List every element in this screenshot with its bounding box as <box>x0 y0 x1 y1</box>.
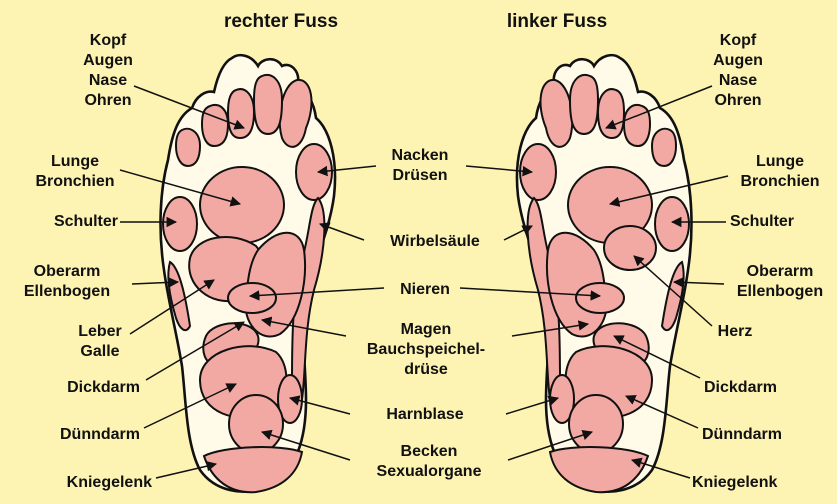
label-lunge-left: Lunge Bronchien <box>724 152 836 192</box>
label-dickdarm-right: Dickdarm <box>20 378 140 398</box>
label-kopf-left: Kopf Augen Nase Ohren <box>698 31 778 111</box>
title-right-foot: rechter Fuss <box>196 12 366 32</box>
left-schulter-zone <box>655 197 689 251</box>
left-toe-5 <box>652 129 676 166</box>
left-toe-3 <box>598 89 624 138</box>
right-nacken-zone <box>296 144 332 200</box>
label-lunge-right: Lunge Bronchien <box>20 152 130 192</box>
label-duenndarm-left: Dünndarm <box>702 425 822 445</box>
label-nieren: Nieren <box>380 280 470 300</box>
label-kniegelenk-right: Kniegelenk <box>20 473 152 493</box>
right-schulter-zone <box>163 197 197 251</box>
label-schulter-left: Schulter <box>730 212 830 232</box>
left-nieren-zone <box>576 283 624 313</box>
right-becken-zone <box>229 395 283 453</box>
right-toe-3 <box>228 89 254 138</box>
left-foot <box>517 55 692 492</box>
label-schulter-right: Schulter <box>8 212 118 232</box>
right-toe-5 <box>176 129 200 166</box>
label-harnblase: Harnblase <box>350 405 500 425</box>
left-toe-2 <box>570 75 598 134</box>
label-oberarm-left: Oberarm Ellenbogen <box>724 262 836 302</box>
label-becken: Becken Sexualorgane <box>346 442 512 482</box>
right-lunge-zone <box>200 167 284 243</box>
label-duenndarm-right: Dünndarm <box>20 425 140 445</box>
label-leber: Leber Galle <box>60 322 140 362</box>
left-toe-4 <box>624 105 650 146</box>
label-wirbelsaeule: Wirbelsäule <box>360 232 510 252</box>
left-herz-zone <box>604 226 656 270</box>
label-magen: Magen Bauchspeichel- drüse <box>340 320 512 380</box>
label-oberarm-right: Oberarm Ellenbogen <box>4 262 130 302</box>
label-kopf-right: Kopf Augen Nase Ohren <box>64 31 152 111</box>
title-left-foot: linker Fuss <box>482 12 632 32</box>
label-nacken: Nacken Drüsen <box>370 146 470 186</box>
right-foot <box>161 55 336 492</box>
right-toe-4 <box>202 105 228 146</box>
right-nieren-zone <box>228 283 276 313</box>
right-toe-2 <box>254 75 282 134</box>
label-herz: Herz <box>700 322 770 342</box>
label-kniegelenk-left: Kniegelenk <box>692 473 822 493</box>
left-becken-zone <box>569 395 623 453</box>
label-dickdarm-left: Dickdarm <box>704 378 824 398</box>
